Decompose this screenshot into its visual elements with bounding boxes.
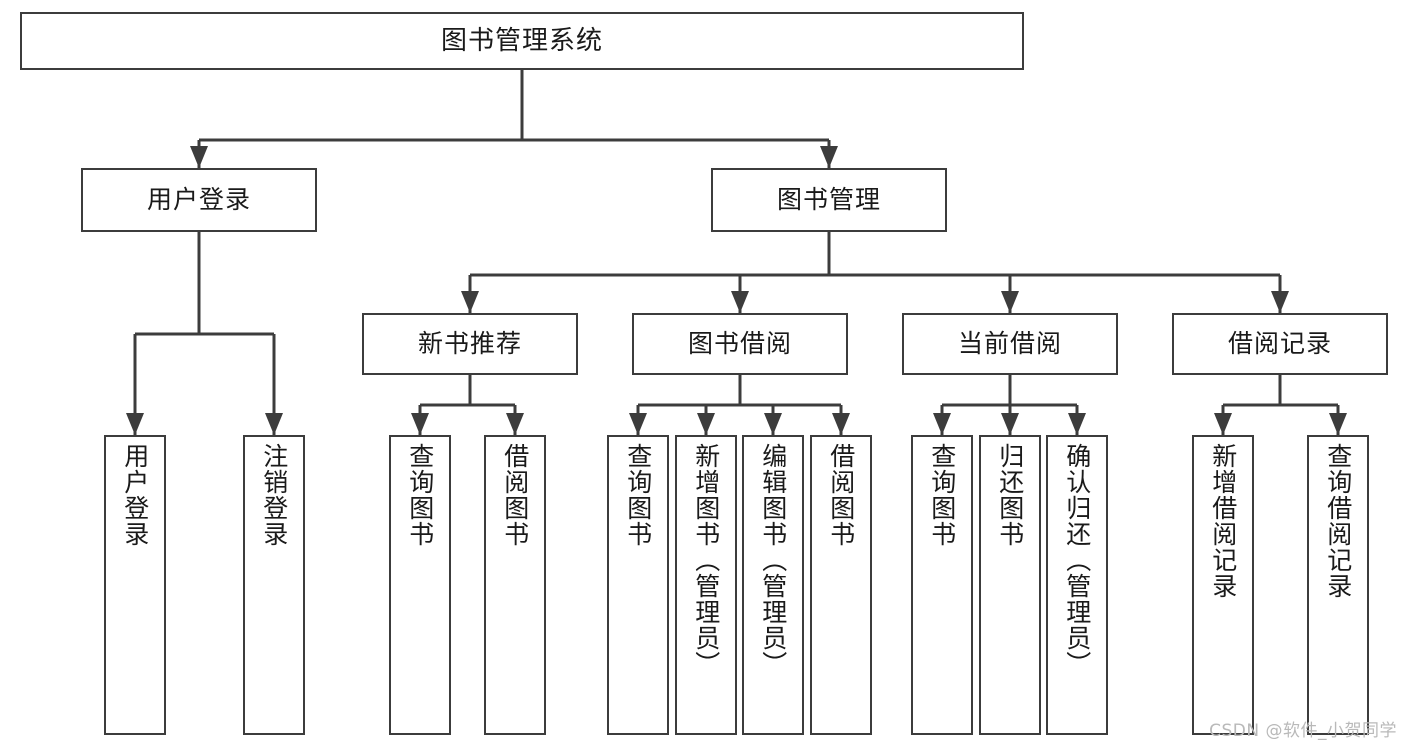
node-add-borrow-record: 新增借阅记录 [1192,435,1254,735]
arrowhead [933,413,951,435]
node-label: 归还图书 [995,443,1025,547]
node-root: 图书管理系统 [20,12,1024,70]
node-add-book-admin: 新增图书（管理员） [675,435,737,735]
node-user-login-do: 用户登录 [104,435,166,735]
arrowhead [1001,291,1019,313]
node-borrow-book-2: 借阅图书 [810,435,872,735]
node-query-book-1: 查询图书 [389,435,451,735]
node-label: 借阅记录 [1227,329,1332,359]
node-borrow-record: 借阅记录 [1172,313,1388,375]
node-query-book-3: 查询图书 [911,435,973,735]
arrowhead [506,413,524,435]
arrowhead [764,413,782,435]
node-label: 新增借阅记录 [1208,443,1238,599]
node-user-login: 用户登录 [81,168,317,232]
arrowhead [126,413,144,435]
arrowhead [1271,291,1289,313]
node-edit-book-admin: 编辑图书（管理员） [742,435,804,735]
node-label: 借阅图书 [826,443,856,547]
node-label: 查询图书 [927,443,957,547]
node-label: 用户登录 [120,443,150,547]
node-label: 当前借阅 [957,329,1062,359]
node-query-borrow-record: 查询借阅记录 [1307,435,1369,735]
arrowhead [832,413,850,435]
arrowhead [461,291,479,313]
arrowhead [1068,413,1086,435]
node-label: 查询借阅记录 [1323,443,1353,599]
node-confirm-return-admin: 确认归还（管理员） [1046,435,1108,735]
node-query-book-2: 查询图书 [607,435,669,735]
arrowhead [190,146,208,168]
arrowhead [629,413,647,435]
node-label: 图书借阅 [687,329,792,359]
node-book-borrow: 图书借阅 [632,313,848,375]
node-label: 用户登录 [146,185,251,215]
node-label: 新书推荐 [417,329,522,359]
node-label: 编辑图书（管理员） [758,443,788,677]
node-label: 图书管理系统 [440,25,603,56]
node-label: 借阅图书 [500,443,530,547]
node-label: 查询图书 [405,443,435,547]
node-label: 新增图书（管理员） [691,443,721,677]
node-user-logout: 注销登录 [243,435,305,735]
arrowhead [1001,413,1019,435]
watermark: CSDN @软件_小贺同学 [1209,721,1397,741]
node-label: 查询图书 [623,443,653,547]
node-new-book-recommend: 新书推荐 [362,313,578,375]
node-current-borrow: 当前借阅 [902,313,1118,375]
arrowhead [1214,413,1232,435]
arrowhead [697,413,715,435]
node-borrow-book-1: 借阅图书 [484,435,546,735]
node-label: 注销登录 [259,443,289,547]
arrowhead [731,291,749,313]
arrowhead [411,413,429,435]
arrowhead [820,146,838,168]
node-label: 图书管理 [776,185,881,215]
arrowhead [265,413,283,435]
node-return-book: 归还图书 [979,435,1041,735]
node-label: 确认归还（管理员） [1062,443,1092,677]
arrowhead [1329,413,1347,435]
node-book-manage: 图书管理 [711,168,947,232]
